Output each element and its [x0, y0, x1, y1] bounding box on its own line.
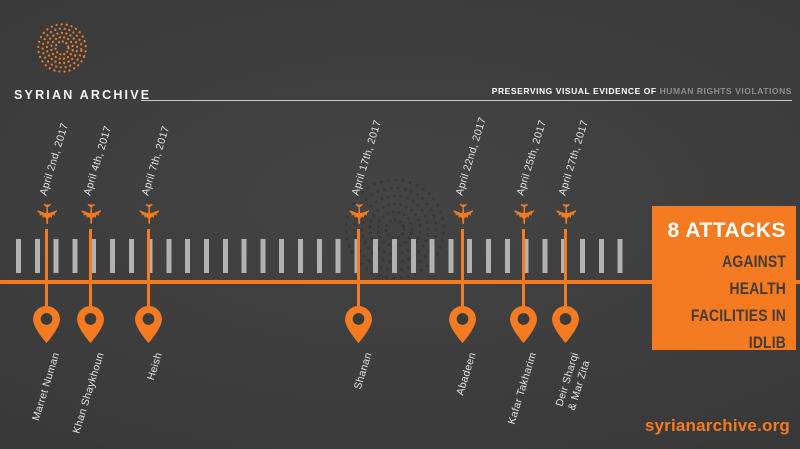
- event-date-label: April 7th, 2017: [139, 124, 173, 197]
- attacks-subline: AGAINST HEALTH FACILITIES IN IDLIB: [690, 252, 786, 352]
- event-date-label: April 4th, 2017: [81, 124, 115, 197]
- timeline-stem-top: [460, 229, 464, 280]
- tagline: PRESERVING VISUAL EVIDENCE OF HUMAN RIGH…: [492, 86, 792, 96]
- airstrike-plane-icon: ✈: [31, 202, 62, 226]
- event-location-label: Khan Shaykhoun: [70, 351, 107, 436]
- attacks-count-headline: 8 ATTACKS: [667, 219, 786, 242]
- event-location-label: Marret Numan: [30, 351, 63, 423]
- timeline-stem-bottom: [563, 284, 567, 307]
- timeline-stem-top: [521, 229, 525, 280]
- event-location-label: Deir Sharqi & Mar Zita: [553, 351, 593, 412]
- timeline-stem-top: [44, 229, 48, 280]
- location-pin-icon: [551, 306, 579, 343]
- event-location-label: Kafar Takharim: [506, 351, 540, 426]
- timeline-ticks: [16, 239, 632, 273]
- airstrike-plane-icon: ✈: [133, 202, 164, 226]
- attacks-callout: 8 ATTACKS AGAINST HEALTH FACILITIES IN I…: [652, 206, 796, 352]
- airstrike-plane-icon: ✈: [550, 202, 581, 226]
- brand-name: SYRIAN ARCHIVE: [14, 88, 152, 102]
- timeline-stem-top: [563, 229, 567, 280]
- timeline-stem-top: [146, 229, 150, 280]
- event-date-label: April 25th, 2017: [514, 118, 549, 197]
- timeline-stem-top: [88, 229, 92, 280]
- syrian-archive-logo: [37, 23, 87, 73]
- airstrike-plane-icon: ✈: [343, 202, 374, 226]
- airstrike-plane-icon: ✈: [447, 202, 478, 226]
- timeline-stem-top: [356, 229, 360, 280]
- timeline-stem-bottom: [521, 284, 525, 307]
- event-location-label: Shanan: [351, 351, 375, 391]
- timeline-axis: [0, 280, 800, 284]
- timeline-stem-bottom: [460, 284, 464, 307]
- location-pin-icon: [134, 306, 162, 343]
- timeline-stem-bottom: [146, 284, 150, 307]
- airstrike-plane-icon: ✈: [508, 202, 539, 226]
- website-url: syrianarchive.org: [644, 416, 790, 435]
- header-divider: [141, 100, 792, 101]
- event-location-label: Heish: [144, 351, 165, 382]
- timeline-stem-bottom: [356, 284, 360, 307]
- tagline-muted: HUMAN RIGHTS VIOLATIONS: [659, 86, 792, 96]
- location-pin-icon: [448, 306, 476, 343]
- event-date-label: April 27th, 2017: [556, 118, 591, 197]
- location-pin-icon: [76, 306, 104, 343]
- event-location-label: Abadeen: [454, 351, 479, 397]
- location-pin-icon: [344, 306, 372, 343]
- location-pin-icon: [509, 306, 537, 343]
- tagline-bold: PRESERVING VISUAL EVIDENCE OF: [491, 86, 657, 96]
- timeline-stem-bottom: [88, 284, 92, 307]
- timeline-stem-bottom: [44, 284, 48, 307]
- event-date-label: April 22nd, 2017: [453, 115, 489, 197]
- airstrike-plane-icon: ✈: [75, 202, 106, 226]
- location-pin-icon: [32, 306, 60, 343]
- event-date-label: April 2nd, 2017: [37, 121, 71, 197]
